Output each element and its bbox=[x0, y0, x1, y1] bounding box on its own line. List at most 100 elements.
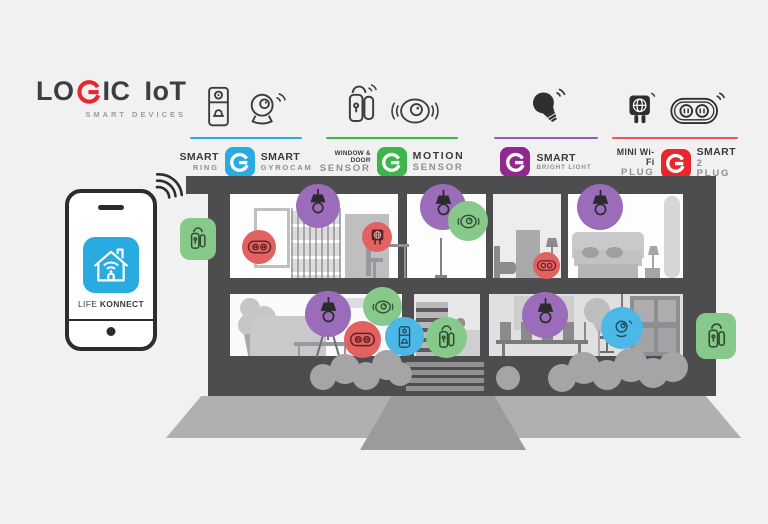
smart-2-plug-badge bbox=[533, 252, 560, 279]
house-right-wall bbox=[683, 194, 716, 396]
label-title: SMART bbox=[536, 151, 576, 164]
app-label-konnect: KONNECT bbox=[99, 299, 144, 309]
product-group-bright-light: SMART BRIGHT LIGHT bbox=[494, 66, 598, 177]
wall-divider bbox=[561, 194, 568, 278]
dining-table bbox=[496, 340, 588, 344]
window-door-sensor-badge bbox=[180, 218, 216, 260]
curtain bbox=[664, 196, 680, 278]
table-leg bbox=[502, 344, 505, 356]
bedside-lamp-pole bbox=[652, 255, 654, 269]
desk-chair-leg bbox=[373, 262, 376, 278]
bush bbox=[388, 362, 412, 386]
smart-2-plug-icon bbox=[670, 92, 725, 124]
mini-plug-icon bbox=[629, 92, 656, 124]
walkway bbox=[360, 396, 526, 450]
bed-pillow bbox=[582, 247, 599, 258]
motion-sensor-icon bbox=[390, 98, 439, 124]
armchair-seat bbox=[494, 262, 516, 274]
bedside-lamp-shade bbox=[648, 246, 659, 255]
life-konnect-app-icon[interactable] bbox=[83, 237, 139, 293]
brand-tagline: SMART DEVICES bbox=[85, 110, 186, 119]
label-title: SMART bbox=[179, 150, 219, 163]
label-title: WINDOW & DOOR bbox=[334, 149, 371, 164]
logo-text-ic: IC bbox=[102, 76, 131, 106]
window-door-sensor-badge bbox=[696, 313, 736, 359]
window-door-sensor-icon bbox=[348, 84, 377, 122]
app-label: LIFE KONNECT bbox=[69, 299, 153, 309]
label-subtitle: RING bbox=[192, 162, 219, 172]
bar-stool-pole bbox=[606, 339, 608, 352]
label-window-door-sensor: WINDOW & DOOR SENSOR bbox=[320, 150, 371, 175]
smart-2-plug-badge bbox=[344, 321, 381, 358]
bright-light-badge bbox=[296, 184, 340, 228]
phone-speaker bbox=[98, 205, 124, 210]
nightstand bbox=[645, 268, 660, 278]
label-subtitle: 2 PLUG bbox=[696, 157, 731, 180]
bed-pillow bbox=[606, 247, 623, 258]
label-motion-sensor: MOTION SENSOR bbox=[412, 150, 465, 173]
label-smart-bright-light: SMART BRIGHT LIGHT bbox=[536, 151, 592, 172]
brand-logo: LO IC IoT SMART DEVICES bbox=[36, 76, 186, 119]
logo-text-iot: IoT bbox=[144, 76, 187, 106]
logo-text-lo: LO bbox=[36, 76, 75, 106]
pendant-cord bbox=[621, 294, 623, 308]
app-label-life: LIFE bbox=[78, 299, 98, 309]
coffee-table bbox=[294, 342, 352, 346]
smart-2-plug-badge bbox=[242, 230, 276, 264]
logo-wordmark: LO IC IoT bbox=[36, 76, 186, 107]
motion-sensor-badge bbox=[363, 287, 402, 326]
coffee-table-leg bbox=[344, 346, 346, 356]
smart-ring-badge bbox=[385, 317, 424, 356]
bright-light-badge bbox=[577, 184, 623, 230]
bright-light-badge bbox=[522, 292, 568, 338]
product-icons bbox=[345, 66, 440, 132]
cabinet-drawers bbox=[658, 328, 676, 352]
g-brand-badge bbox=[660, 148, 691, 179]
product-icons bbox=[525, 66, 567, 132]
front-steps bbox=[406, 362, 484, 393]
accent-divider bbox=[326, 137, 458, 139]
label-subtitle: PLUG bbox=[621, 167, 655, 179]
label-mini-wifi-plug: MINI Wi-Fi PLUG bbox=[612, 147, 655, 179]
product-group-plugs: MINI Wi-Fi PLUG SMART 2 PLUG bbox=[612, 66, 738, 180]
bed-base bbox=[578, 264, 638, 278]
logo-g-icon bbox=[76, 79, 102, 105]
bush bbox=[496, 366, 520, 390]
product-icons bbox=[625, 66, 725, 132]
label-subtitle: SENSOR bbox=[412, 161, 464, 173]
label-smart-ring: SMART RING bbox=[179, 150, 219, 172]
hall-lamp-base bbox=[435, 275, 447, 278]
bush bbox=[658, 352, 688, 382]
label-smart-2-plug: SMART 2 PLUG bbox=[696, 146, 738, 180]
label-subtitle: BRIGHT LIGHT bbox=[536, 164, 592, 172]
desk-chair-seat bbox=[366, 258, 383, 262]
motion-sensor-badge bbox=[448, 201, 488, 241]
accent-divider bbox=[494, 137, 598, 139]
hall-lamp-pole bbox=[440, 238, 442, 278]
accent-divider bbox=[190, 137, 302, 139]
cabinet-panel bbox=[658, 300, 676, 322]
home-wifi-icon bbox=[93, 248, 129, 282]
g-brand-badge bbox=[500, 147, 531, 177]
floor-lamp-shade bbox=[546, 238, 558, 247]
smartphone: LIFE KONNECT bbox=[65, 189, 157, 351]
wifi-waves-icon bbox=[155, 173, 184, 199]
phone-divider bbox=[68, 319, 154, 321]
gyrocam-badge bbox=[601, 307, 643, 349]
g-brand-badge bbox=[224, 147, 255, 177]
bright-light-badge bbox=[305, 291, 351, 337]
accent-divider bbox=[612, 137, 738, 139]
window-door-sensor-badge bbox=[426, 317, 467, 358]
wall-divider bbox=[398, 194, 407, 278]
coffee-table-leg bbox=[298, 346, 300, 356]
product-group-sensors: WINDOW & DOOR SENSOR MOTION SENSOR bbox=[320, 66, 463, 177]
phone-home-button[interactable] bbox=[106, 327, 116, 336]
desk bbox=[381, 244, 409, 247]
label-subtitle: SENSOR bbox=[319, 162, 371, 174]
bar-stool-base bbox=[600, 351, 614, 353]
wall-divider bbox=[486, 194, 493, 278]
label-title: SMART bbox=[260, 150, 301, 163]
table-leg bbox=[578, 344, 581, 356]
label-title: MINI Wi-Fi bbox=[616, 147, 655, 168]
